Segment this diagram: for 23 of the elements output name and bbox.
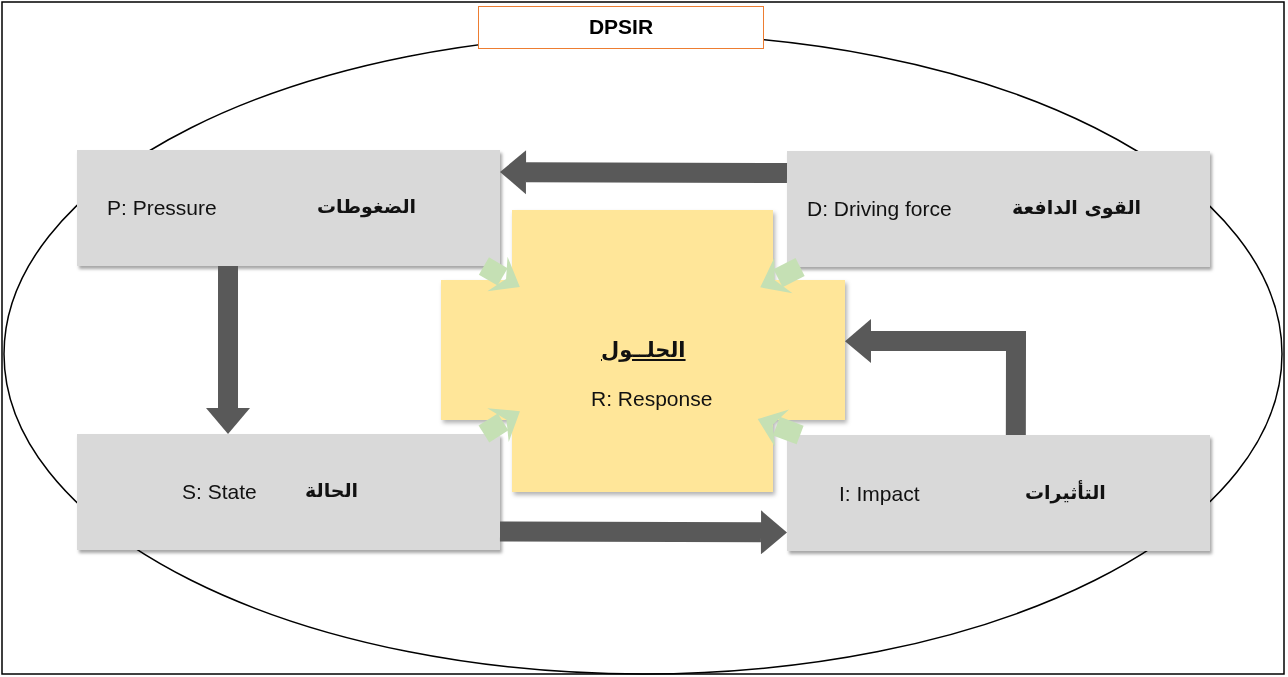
block-arrow — [206, 266, 250, 434]
chevron-arrow — [757, 409, 804, 447]
process-box — [787, 435, 1210, 551]
arabic-label: القوى الدافعة — [1012, 196, 1142, 219]
chevron-arrow — [760, 257, 805, 294]
arabic-label: التأثيرات — [1025, 481, 1106, 504]
title: DPSIR — [478, 6, 764, 49]
block-arrow — [499, 510, 787, 555]
chevron-arrow — [478, 256, 520, 292]
english-label: P: Pressure — [107, 195, 217, 221]
english-label: D: Driving force — [807, 196, 952, 222]
arabic-heading: الحلــول — [601, 338, 686, 364]
english-label: R: Response — [591, 386, 713, 412]
english-label: S: State — [182, 479, 257, 505]
block-arrow — [845, 319, 1026, 436]
process-box — [787, 151, 1210, 267]
block-arrow — [500, 150, 788, 195]
chevron-arrow — [478, 408, 520, 443]
arabic-label: الضغوطات — [317, 195, 417, 218]
process-box — [77, 434, 500, 550]
english-label: I: Impact — [839, 481, 920, 507]
arabic-label: الحالة — [305, 479, 359, 502]
process-box — [77, 150, 500, 266]
